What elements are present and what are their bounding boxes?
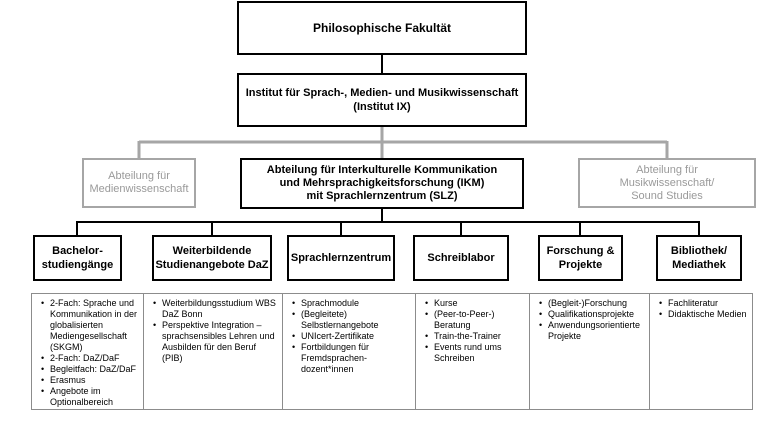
institut-box: Institut für Sprach-, Medien- und Musikw… bbox=[237, 73, 527, 127]
list-item: Anwendungsorientierte Projekte bbox=[539, 320, 645, 342]
panel-list: Fachliteratur Didaktische Medien bbox=[650, 294, 752, 320]
list-item: UNIcert-Zertifikate bbox=[292, 331, 411, 342]
abteilung-musik-line3: Sound Studies bbox=[631, 189, 703, 202]
panel-list: 2-Fach: Sprache und Kommunikation in der… bbox=[32, 294, 143, 408]
bereich-title-line1: Forschung & bbox=[546, 245, 615, 257]
panel-list: Weiterbildungsstudium WBS DaZ Bonn Persp… bbox=[144, 294, 282, 364]
bereich-title-line2: Mediathek bbox=[672, 259, 726, 271]
list-item: Begleitfach: DaZ/DaF bbox=[41, 364, 139, 375]
institut-label-line1: Institut für Sprach-, Medien- und Musikw… bbox=[245, 87, 519, 99]
fakultaet-box: Philosophische Fakultät bbox=[237, 1, 527, 55]
abteilung-medienwissenschaft-box: Abteilung für Medienwissenschaft bbox=[82, 158, 196, 208]
list-item: Train-the-Trainer bbox=[425, 331, 525, 342]
panel-forschung: (Begleit-)Forschung Qualifikationsprojek… bbox=[530, 293, 650, 410]
panel-list: Sprachmodule (Begleitete) Selbstlernange… bbox=[283, 294, 415, 375]
bereich-title-line1: Bibliothek/ bbox=[670, 245, 728, 257]
bereich-sprachlernzentrum-box: Sprachlernzentrum bbox=[287, 235, 395, 281]
bereich-title-line2: Studienangebote DaZ bbox=[155, 259, 269, 271]
panel-list: (Begleit-)Forschung Qualifikationsprojek… bbox=[530, 294, 649, 342]
panel-schreiblabor: Kurse (Peer-to-Peer-) Beratung Train-the… bbox=[416, 293, 530, 410]
bereich-schreiblabor-box: Schreiblabor bbox=[413, 235, 509, 281]
abteilung-medien-line1: Abteilung für bbox=[108, 170, 170, 182]
panel-weiterbildung: Weiterbildungsstudium WBS DaZ Bonn Persp… bbox=[144, 293, 283, 410]
panel-bibliothek: Fachliteratur Didaktische Medien bbox=[650, 293, 753, 410]
list-item: Sprachmodule bbox=[292, 298, 411, 309]
bereich-title-line1: Schreiblabor bbox=[427, 252, 495, 264]
panel-sprachlernzentrum: Sprachmodule (Begleitete) Selbstlernange… bbox=[283, 293, 416, 410]
list-item: Perspektive Integration – sprachsensible… bbox=[153, 320, 278, 364]
institut-label-line2: (Institut IX) bbox=[353, 101, 411, 113]
panel-bachelor: 2-Fach: Sprache und Kommunikation in der… bbox=[31, 293, 144, 410]
list-item: Didaktische Medien bbox=[659, 309, 748, 320]
bereich-title-line1: Bachelor- bbox=[52, 245, 103, 257]
list-item: Events rund ums Schreiben bbox=[425, 342, 525, 364]
bereich-title-line2: studiengänge bbox=[41, 259, 114, 271]
bereich-title-line1: Weiterbildende bbox=[172, 245, 252, 257]
list-item: Qualifikationsprojekte bbox=[539, 309, 645, 320]
list-item: Fortbildungen für Fremdsprachen-dozent*i… bbox=[292, 342, 411, 375]
abteilung-ikm-line3: mit Sprachlernzentrum (SLZ) bbox=[306, 190, 458, 202]
list-item: 2-Fach: Sprache und Kommunikation in der… bbox=[41, 298, 139, 353]
panel-list: Kurse (Peer-to-Peer-) Beratung Train-the… bbox=[416, 294, 529, 364]
abteilung-musik-line2: Musikwissenschaft/ bbox=[619, 176, 715, 189]
list-item: (Peer-to-Peer-) Beratung bbox=[425, 309, 525, 331]
bereich-weiterbildung-box: Weiterbildende Studienangebote DaZ bbox=[152, 235, 272, 281]
abteilung-ikm-line1: Abteilung für Interkulturelle Kommunikat… bbox=[266, 164, 498, 176]
abteilung-musik-line1: Abteilung für bbox=[636, 163, 698, 176]
fakultaet-label: Philosophische Fakultät bbox=[312, 21, 452, 35]
bereich-title-line2: Projekte bbox=[558, 259, 603, 271]
list-item: (Begleit-)Forschung bbox=[539, 298, 645, 309]
abteilung-medien-line2: Medienwissenschaft bbox=[89, 183, 189, 195]
list-item: (Begleitete) Selbstlernangebote bbox=[292, 309, 411, 331]
list-item: Weiterbildungsstudium WBS DaZ Bonn bbox=[153, 298, 278, 320]
abteilung-musikwissenschaft-box: Abteilung für Musikwissenschaft/ Sound S… bbox=[578, 158, 756, 208]
list-item: Fachliteratur bbox=[659, 298, 748, 309]
abteilung-ikm-line2: und Mehrsprachigkeitsforschung (IKM) bbox=[279, 177, 485, 189]
list-item: Kurse bbox=[425, 298, 525, 309]
bereich-title-line1: Sprachlernzentrum bbox=[290, 252, 392, 264]
bereich-bibliothek-box: Bibliothek/ Mediathek bbox=[656, 235, 742, 281]
bereich-bachelor-box: Bachelor- studiengänge bbox=[33, 235, 122, 281]
bereich-forschung-box: Forschung & Projekte bbox=[538, 235, 623, 281]
list-item: Erasmus bbox=[41, 375, 139, 386]
list-item: 2-Fach: DaZ/DaF bbox=[41, 353, 139, 364]
abteilung-ikm-box: Abteilung für Interkulturelle Kommunikat… bbox=[240, 158, 524, 209]
list-item: Angebote im Optionalbereich bbox=[41, 386, 139, 408]
